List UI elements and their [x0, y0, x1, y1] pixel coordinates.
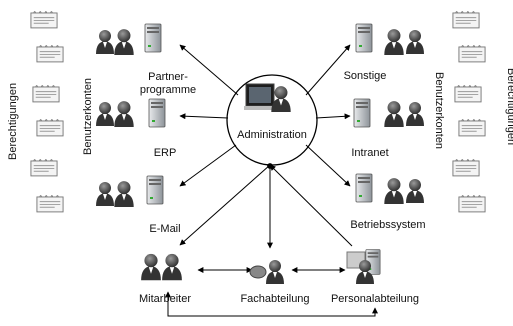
label-partner-line2: programme — [139, 84, 197, 96]
label-right-benutzerkonten: Benutzerkonten — [433, 72, 445, 150]
label-partner-line1: Partner- — [148, 71, 188, 83]
label-erp: ERP — [153, 147, 177, 159]
administration-node — [226, 74, 318, 166]
left-permission-docs — [30, 11, 64, 213]
label-intranet: Intranet — [351, 147, 389, 159]
fachabteilung-node — [249, 260, 284, 284]
connection-arrows — [165, 44, 378, 317]
personalabteilung-node — [346, 249, 381, 284]
label-administration: Administration — [237, 129, 307, 141]
intranet-node — [353, 98, 424, 128]
mitarbeiter-node — [141, 253, 182, 281]
erp-node — [96, 98, 166, 128]
label-left-berechtigungen: Berechtigungen — [7, 82, 19, 160]
label-left-benutzerkonten: Benutzerkonten — [82, 77, 94, 155]
sonstige-node — [355, 23, 424, 55]
label-mitarbeiter: Mitarbeiter — [139, 293, 191, 305]
label-email: E-Mail — [149, 223, 181, 235]
right-permission-docs — [452, 11, 486, 213]
label-betriebssystem: Betriebssystem — [350, 219, 426, 231]
partnerprogramme-node — [96, 23, 162, 55]
label-personalabteilung: Personalabteilung — [330, 293, 420, 305]
label-fachabteilung: Fachabteilung — [240, 293, 310, 305]
label-right-berechtigungen: Berechtigungen — [505, 68, 513, 146]
betriebssystem-node — [355, 173, 424, 204]
label-sonstige: Sonstige — [343, 70, 387, 82]
email-node — [96, 175, 164, 207]
